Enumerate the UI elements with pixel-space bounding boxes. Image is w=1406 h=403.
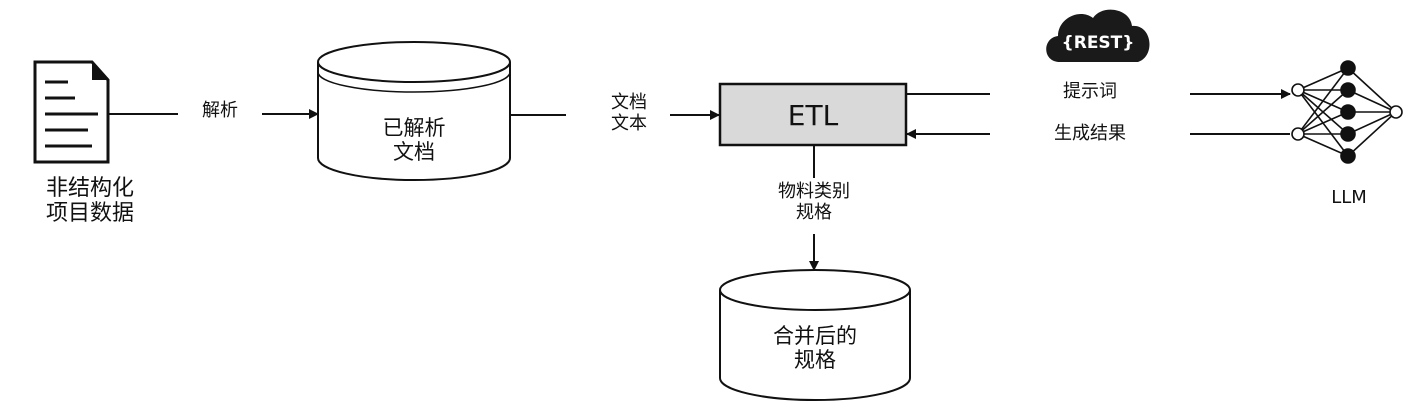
neural-network-icon xyxy=(1291,60,1403,164)
parsed-docs-cylinder xyxy=(317,41,511,181)
merged-specs-line2: 规格 xyxy=(794,348,836,373)
edge-parse-label: 解析 xyxy=(202,100,238,121)
parsed-docs-label: 已解析 文档 xyxy=(354,116,474,164)
source-label-line2: 项目数据 xyxy=(45,201,134,227)
parsed-docs-line2: 文档 xyxy=(393,140,435,165)
document-icon xyxy=(33,60,110,164)
edge-result-label: 生成结果 xyxy=(1054,123,1126,144)
llm-label: LLM xyxy=(1331,187,1367,208)
merged-specs-line1: 合并后的 xyxy=(773,324,857,348)
source-label: 非结构化 项目数据 xyxy=(30,176,150,227)
merged-specs-label: 合并后的 规格 xyxy=(755,324,875,372)
parsed-docs-line1: 已解析 xyxy=(382,116,446,140)
edge-doc-text-line1: 文档 xyxy=(611,92,647,113)
cloud-icon xyxy=(1046,9,1150,62)
edge-spec-label: 物料类别 规格 xyxy=(754,181,874,223)
source-label-line1: 非结构化 xyxy=(45,176,134,201)
edge-spec-line2: 规格 xyxy=(796,201,832,223)
merged-specs-cylinder xyxy=(719,269,911,401)
etl-box xyxy=(718,82,908,147)
rest-label: {REST} xyxy=(1061,33,1135,53)
edge-doc-text-line2: 文本 xyxy=(611,112,647,134)
edge-spec-line1: 物料类别 xyxy=(778,181,850,202)
edge-prompt-label: 提示词 xyxy=(1063,81,1117,102)
edge-doc-text-label: 文档 文本 xyxy=(596,92,662,134)
etl-label: ETL xyxy=(787,99,839,132)
